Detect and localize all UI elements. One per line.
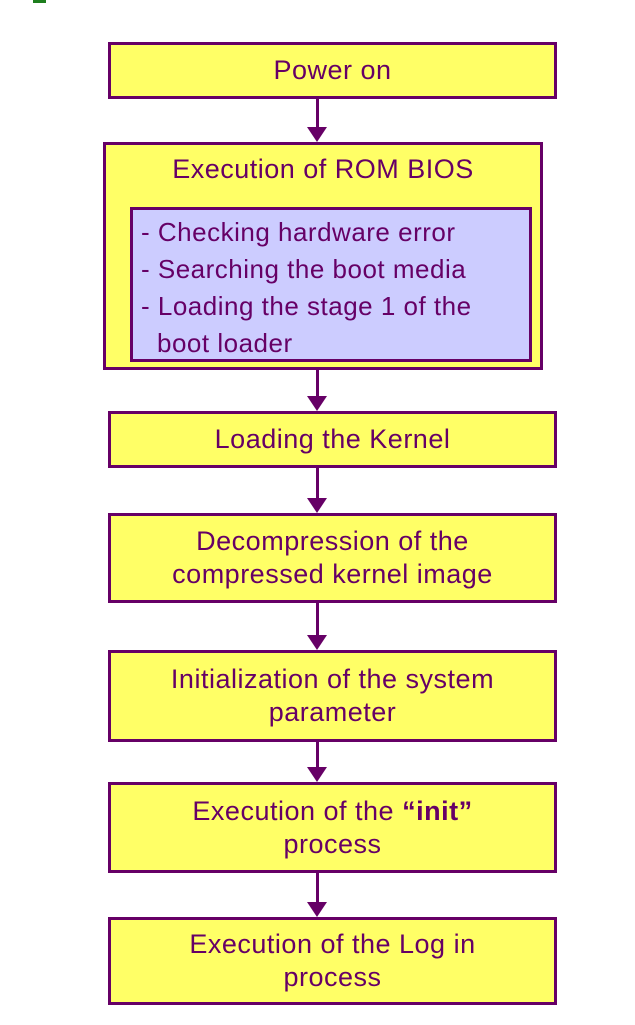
detail-item: - Checking hardware error (141, 217, 456, 247)
step-label-line: parameter (268, 697, 397, 727)
flow-step-power-on: Power on (108, 42, 557, 99)
connector-arrow-5 (306, 742, 328, 782)
connector-arrow-4 (306, 603, 328, 650)
flow-step-initialization: Initialization of the system parameter (108, 650, 557, 742)
step-label-line: process (283, 962, 382, 992)
detail-item: - Loading the stage 1 of the (141, 291, 472, 321)
arrow-stem (315, 370, 319, 396)
arrow-stem (315, 99, 319, 127)
detail-item: - Searching the boot media (141, 254, 467, 284)
connector-arrow-2 (306, 370, 328, 411)
rom-bios-detail-panel: - Checking hardware error - Searching th… (130, 207, 532, 362)
arrow-down-icon (307, 767, 327, 782)
arrow-stem (315, 468, 319, 498)
arrow-stem (315, 742, 319, 767)
arrow-stem (315, 603, 319, 635)
step-label: Power on (273, 55, 392, 85)
arrow-stem (315, 873, 319, 902)
step-label: Execution of ROM BIOS (172, 154, 474, 184)
step-label-emphasis: “init” (402, 795, 473, 826)
connector-arrow-6 (306, 873, 328, 917)
arrow-down-icon (307, 396, 327, 411)
flow-step-loading-kernel: Loading the Kernel (108, 411, 557, 468)
arrow-down-icon (307, 498, 327, 513)
arrow-down-icon (307, 127, 327, 142)
flow-step-rom-bios: Execution of ROM BIOS - Checking hardwar… (103, 142, 543, 370)
arrow-down-icon (307, 635, 327, 650)
step-label-line: Execution of the “init” (111, 795, 554, 828)
step-label-line: Execution of the Log in (189, 929, 476, 959)
arrow-down-icon (307, 902, 327, 917)
step-label-line: Initialization of the system (170, 664, 495, 694)
connector-arrow-1 (306, 99, 328, 142)
step-label-text: Execution of the (192, 795, 395, 826)
detail-item-continued: boot loader (157, 328, 293, 358)
connector-arrow-3 (306, 468, 328, 513)
green-bullet-mark (33, 0, 46, 3)
step-label: Loading the Kernel (214, 424, 451, 454)
step-label-line: compressed kernel image (172, 559, 493, 589)
flow-step-decompression: Decompression of the compressed kernel i… (108, 513, 557, 603)
step-label-line: Decompression of the (196, 526, 469, 556)
flow-step-init-process: Execution of the “init” process (108, 782, 557, 873)
step-label-line: process (283, 828, 382, 859)
flow-step-login-process: Execution of the Log in process (108, 917, 557, 1005)
